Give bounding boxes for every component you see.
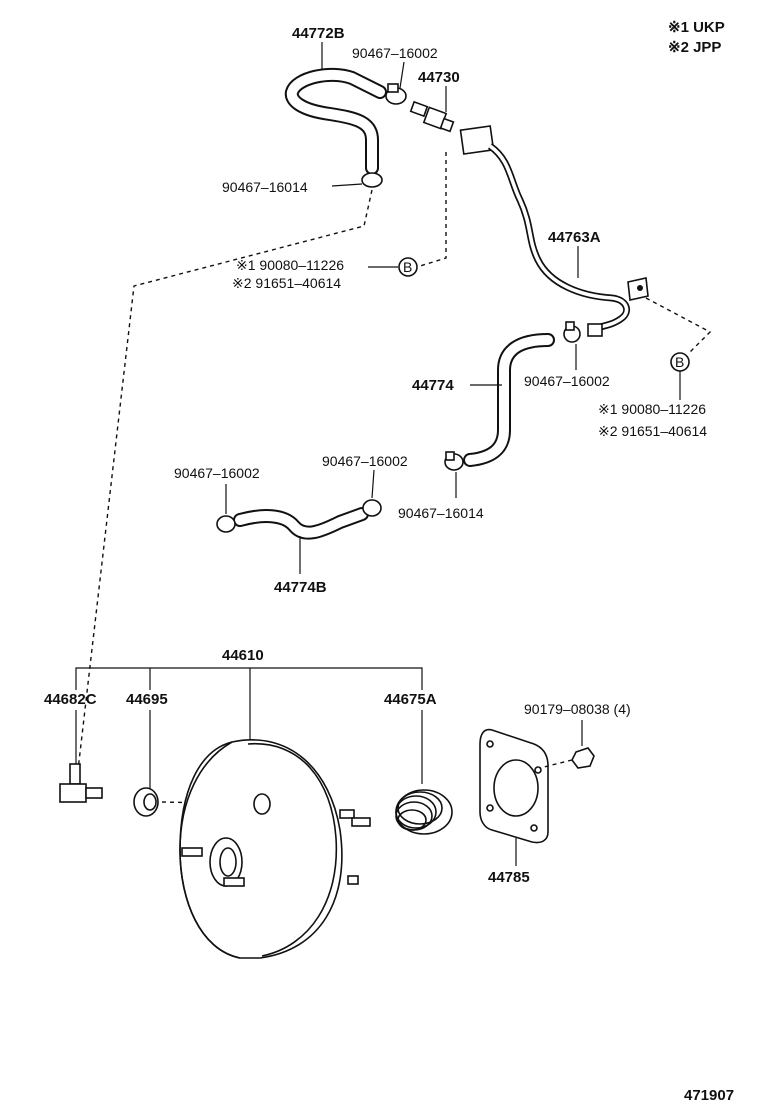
legend-note-ukp: ※1 UKP	[668, 19, 725, 36]
bracket-44610	[75, 667, 423, 690]
hose-clamp-top-lower[interactable]	[361, 172, 383, 188]
diagram-number: 471907	[684, 1087, 734, 1104]
label-90467-16002-mid: 90467–16002	[524, 373, 610, 389]
leader-90467-16002-top	[399, 61, 405, 89]
label-44763a: 44763A	[548, 229, 601, 246]
hose-clamp-top[interactable]	[385, 83, 407, 105]
label-star2-left: ※2 91651–40614	[232, 275, 341, 291]
label-90467-16002-top: 90467–16002	[352, 45, 438, 61]
pipe-end-fitting[interactable]	[587, 323, 603, 337]
hose-clamp-44774b-left[interactable]	[216, 515, 236, 533]
leader-90467-16002-center	[371, 469, 375, 499]
label-44774: 44774	[412, 377, 454, 394]
label-90467-16014-top: 90467–16014	[222, 179, 308, 195]
callout-b-left-text: B	[403, 259, 412, 275]
label-90467-16002-left: 90467–16002	[174, 465, 260, 481]
dashed-link-bolt-left	[419, 152, 447, 267]
dashed-link-nut	[539, 759, 573, 769]
vacuum-pipe-44763a[interactable]	[459, 125, 649, 334]
label-star2-right: ※2 91651–40614	[598, 423, 707, 439]
label-90467-16002-center: 90467–16002	[322, 453, 408, 469]
nut-90179-08038[interactable]	[571, 747, 595, 769]
label-44682c: 44682C	[44, 691, 97, 708]
label-44730: 44730	[418, 69, 460, 86]
label-44610: 44610	[222, 647, 264, 664]
callout-b-right-text: B	[675, 354, 684, 370]
hose-clamp-44774-lower[interactable]	[444, 451, 464, 471]
check-valve-44730[interactable]	[409, 100, 455, 133]
label-44772b: 44772B	[292, 25, 345, 42]
vacuum-hose-44772b[interactable]	[284, 67, 387, 175]
vacuum-hose-44774[interactable]	[463, 333, 555, 467]
legend-note-jpp: ※2 JPP	[668, 39, 721, 56]
brake-booster-44610[interactable]	[179, 739, 371, 959]
gasket-44785[interactable]	[479, 728, 549, 844]
callout-b-left	[398, 257, 418, 277]
hose-clamp-44774-upper[interactable]	[563, 321, 581, 343]
label-44675a: 44675A	[384, 691, 437, 708]
label-90467-16014-mid: 90467–16014	[398, 505, 484, 521]
label-star1-left: ※1 90080–11226	[236, 257, 344, 273]
vacuum-hose-44774b[interactable]	[233, 507, 369, 540]
dashed-link-bolt-right	[645, 297, 712, 353]
label-44774b: 44774B	[274, 579, 327, 596]
label-90179-08038: 90179–08038 (4)	[524, 701, 631, 717]
leader-90467-16014-top	[331, 183, 363, 187]
hose-clamp-44774b-right[interactable]	[362, 499, 382, 517]
label-44785: 44785	[488, 869, 530, 886]
dashed-link-to-44682c	[77, 189, 373, 771]
label-44695: 44695	[126, 691, 168, 708]
grommet-44695[interactable]	[133, 787, 159, 817]
boot-seal-44675a[interactable]	[395, 789, 453, 835]
union-fitting-44682c[interactable]	[59, 763, 103, 803]
label-star1-right: ※1 90080–11226	[598, 401, 706, 417]
